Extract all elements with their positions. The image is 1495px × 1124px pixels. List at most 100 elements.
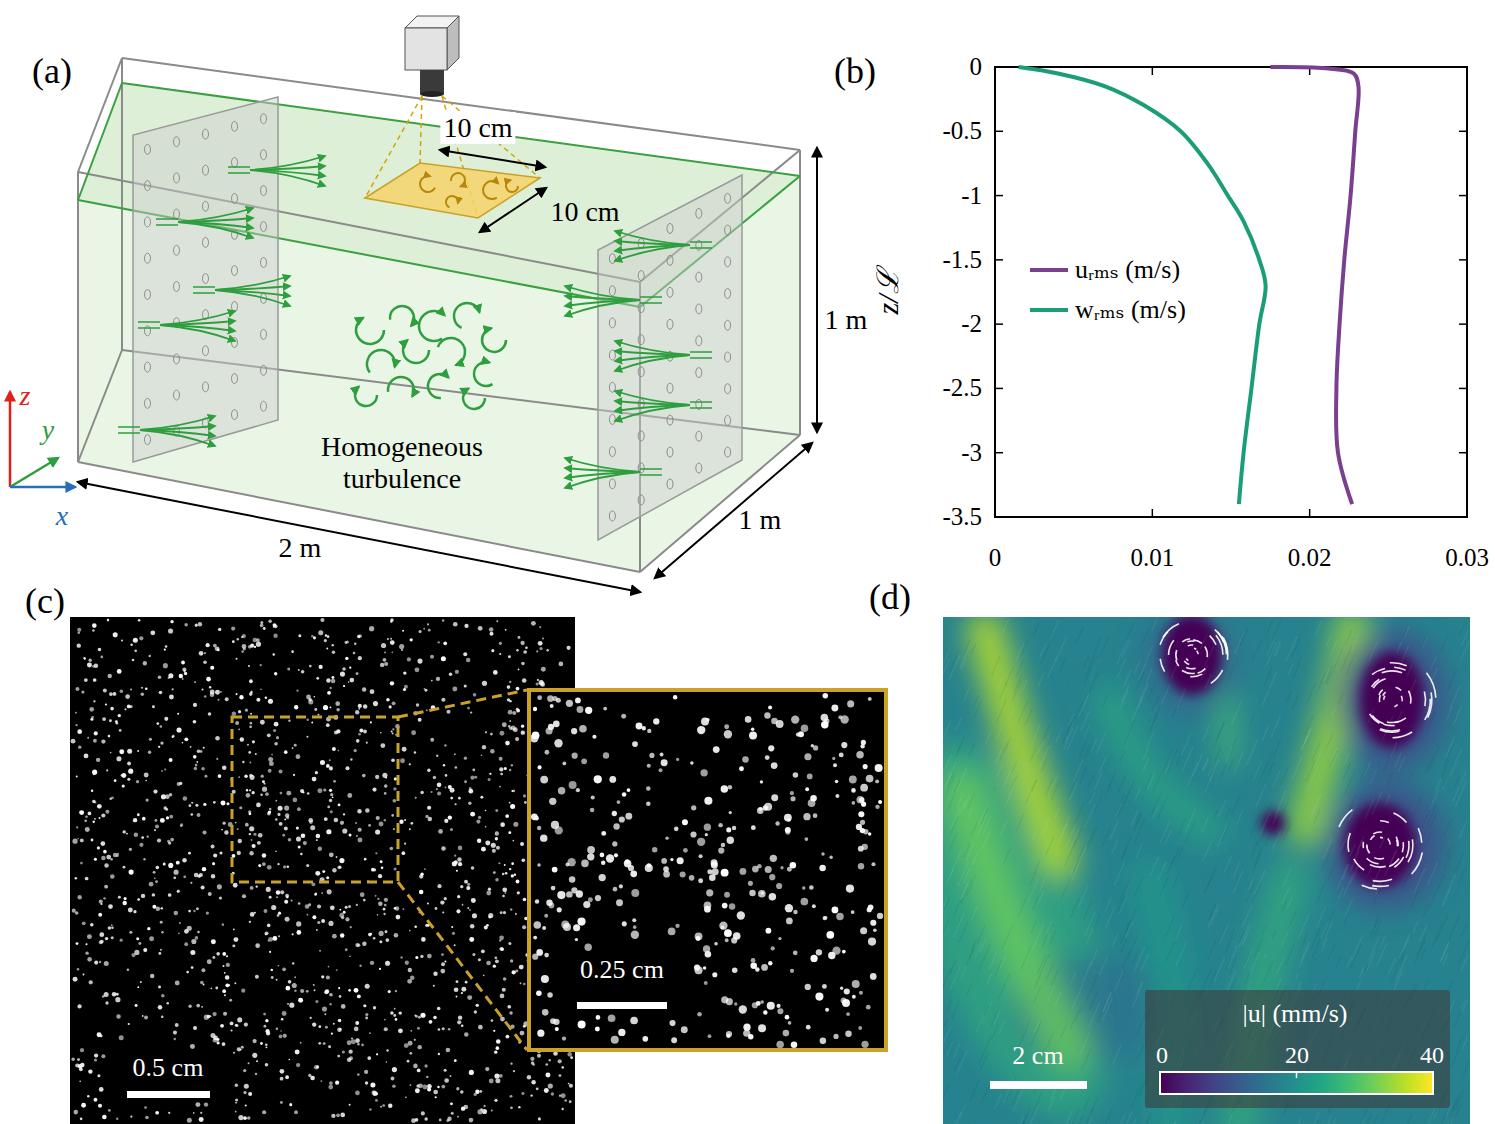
tracer-particle [248, 665, 250, 667]
tracer-particle [392, 701, 396, 705]
tracer-particle [229, 999, 232, 1002]
tracer-particle [245, 823, 249, 827]
tracer-particle [627, 788, 631, 792]
tracer-particle [101, 739, 105, 743]
tracer-particle [588, 897, 593, 902]
tracer-particle [622, 921, 627, 926]
tracer-particle [220, 691, 222, 693]
tracer-particle [385, 930, 388, 933]
tracer-particle [250, 886, 254, 890]
tracer-particle [280, 1030, 282, 1032]
tracer-particle [342, 1051, 345, 1054]
tick-mark [995, 452, 1003, 454]
tracer-particle [758, 1024, 766, 1032]
jet-arrow [140, 426, 215, 430]
tracer-particle [231, 627, 235, 631]
tracer-particle [516, 880, 520, 884]
tracer-particle [144, 773, 149, 778]
tracer-particle [277, 813, 280, 816]
tick-mark [994, 509, 996, 517]
tracer-particle [467, 995, 472, 1000]
tracer-particle [315, 871, 320, 876]
tracer-particle [469, 909, 471, 911]
tracer-particle [123, 866, 126, 869]
tracer-particle [125, 694, 130, 699]
tracer-particle [110, 874, 115, 879]
tracer-particle [114, 779, 117, 782]
tracer-particle [436, 677, 440, 681]
tracer-particle [237, 828, 239, 830]
tracer-particle [143, 661, 147, 665]
tracer-particle [725, 938, 729, 942]
plate-hole [174, 137, 180, 147]
plate-hole [667, 479, 673, 489]
tracer-particle [358, 733, 361, 736]
tracer-particle [415, 1088, 420, 1093]
tracer-particle [362, 774, 366, 778]
tracer-particle [298, 669, 300, 671]
tracer-particle [117, 669, 122, 674]
tracer-particle [470, 812, 475, 817]
swirl-arrow [454, 303, 479, 328]
tracer-particle [558, 787, 565, 794]
tracer-particle [348, 905, 351, 908]
tracer-particle [222, 965, 224, 967]
tracer-particle [578, 1021, 586, 1029]
swirl-arrow [390, 306, 414, 326]
tracer-particle [187, 926, 192, 931]
tracer-particle [308, 699, 313, 704]
tracer-particle [484, 925, 488, 929]
tracer-particle [836, 913, 844, 921]
tracer-particle [203, 803, 206, 806]
tracer-particle [365, 984, 370, 989]
tracer-particle [292, 983, 297, 988]
tracer-particle [274, 742, 278, 746]
tracer-particle [330, 793, 333, 796]
tracer-particle [365, 1081, 368, 1084]
tracer-particle [274, 672, 277, 675]
tracer-particle [770, 855, 777, 862]
tracer-particle [729, 811, 732, 814]
tracer-particle [453, 622, 458, 627]
tracer-particle [805, 837, 809, 841]
tracer-particle [127, 749, 132, 754]
tracer-particle [190, 882, 192, 884]
tracer-particle [378, 902, 383, 907]
tracer-particle [127, 968, 129, 970]
tracer-particle [210, 692, 215, 697]
tracer-particle [199, 873, 203, 877]
tracer-particle [280, 890, 284, 894]
tracer-particle [197, 813, 201, 817]
tracer-particle [509, 769, 512, 772]
tracer-particle [104, 992, 109, 997]
tracer-particle [285, 917, 290, 922]
tracer-particle [339, 995, 342, 998]
tracer-particle [860, 820, 865, 825]
tracer-particle [80, 1048, 84, 1052]
tracer-particle [241, 989, 245, 993]
tracer-particle [242, 894, 246, 898]
jet-nozzle [690, 242, 712, 248]
tracer-particle [282, 834, 285, 837]
tracer-particle [392, 799, 396, 803]
tracer-particle [793, 772, 799, 778]
tracer-particle [439, 1119, 442, 1122]
plate-hole [609, 318, 615, 328]
tracer-particle [859, 991, 863, 995]
tracer-particle [367, 1056, 371, 1060]
tracer-particle [464, 684, 467, 687]
tracer-particle [489, 632, 493, 636]
dimension-arrow [440, 150, 545, 167]
tracer-particle [457, 857, 461, 861]
tracer-particle [618, 1029, 625, 1036]
tracer-particle [155, 1111, 159, 1115]
tracer-particle [212, 862, 215, 865]
tracer-particle [499, 786, 501, 788]
tracer-particle [175, 981, 180, 986]
tracer-particle [94, 858, 97, 861]
tracer-particle [252, 791, 255, 794]
tracer-particle [152, 705, 155, 708]
tracer-particle [97, 1032, 102, 1037]
tracer-particle [369, 1108, 371, 1110]
plate-hole [696, 272, 702, 282]
